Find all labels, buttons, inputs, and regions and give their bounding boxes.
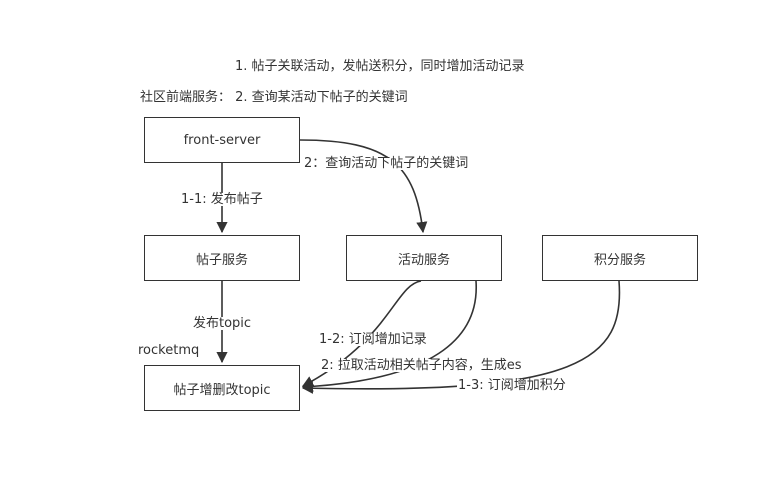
node-activity-service: 活动服务 (346, 235, 502, 281)
node-activity-service-label: 活动服务 (397, 252, 450, 268)
edge-label-activity-record: 1-2: 订阅增加记录 (318, 332, 428, 347)
edge-points-subscribe (301, 280, 621, 394)
node-points-service-label: 积分服务 (593, 252, 646, 268)
node-front-server-label: front-server (183, 132, 261, 148)
note-line-2: 社区前端服务： 2. 查询某活动下帖子的关键词 (140, 90, 408, 105)
node-post-topic: 帖子增删改topic (144, 365, 300, 411)
edge-label-points: 1-3: 订阅增加积分 (457, 378, 567, 393)
node-front-server: front-server (144, 117, 300, 163)
edge-label-post-topic: 发布topic (192, 316, 253, 331)
edge-label-activity-es: 2: 拉取活动相关帖子内容，生成es (320, 358, 523, 373)
node-post-topic-label: 帖子增删改topic (173, 382, 271, 398)
note-line-1: 1. 帖子关联活动，发帖送积分，同时增加活动记录 (235, 59, 525, 74)
edge-front-to-activity (299, 139, 428, 234)
edge-activity-pull (301, 280, 477, 393)
edge-label-front-activity: 2：查询活动下帖子的关键词 (303, 156, 470, 171)
node-post-service-label: 帖子服务 (195, 252, 248, 268)
node-post-service: 帖子服务 (144, 235, 300, 281)
mq-label: rocketmq (138, 343, 200, 358)
node-points-service: 积分服务 (542, 235, 698, 281)
edge-label-front-post: 1-1: 发布帖子 (180, 192, 264, 207)
